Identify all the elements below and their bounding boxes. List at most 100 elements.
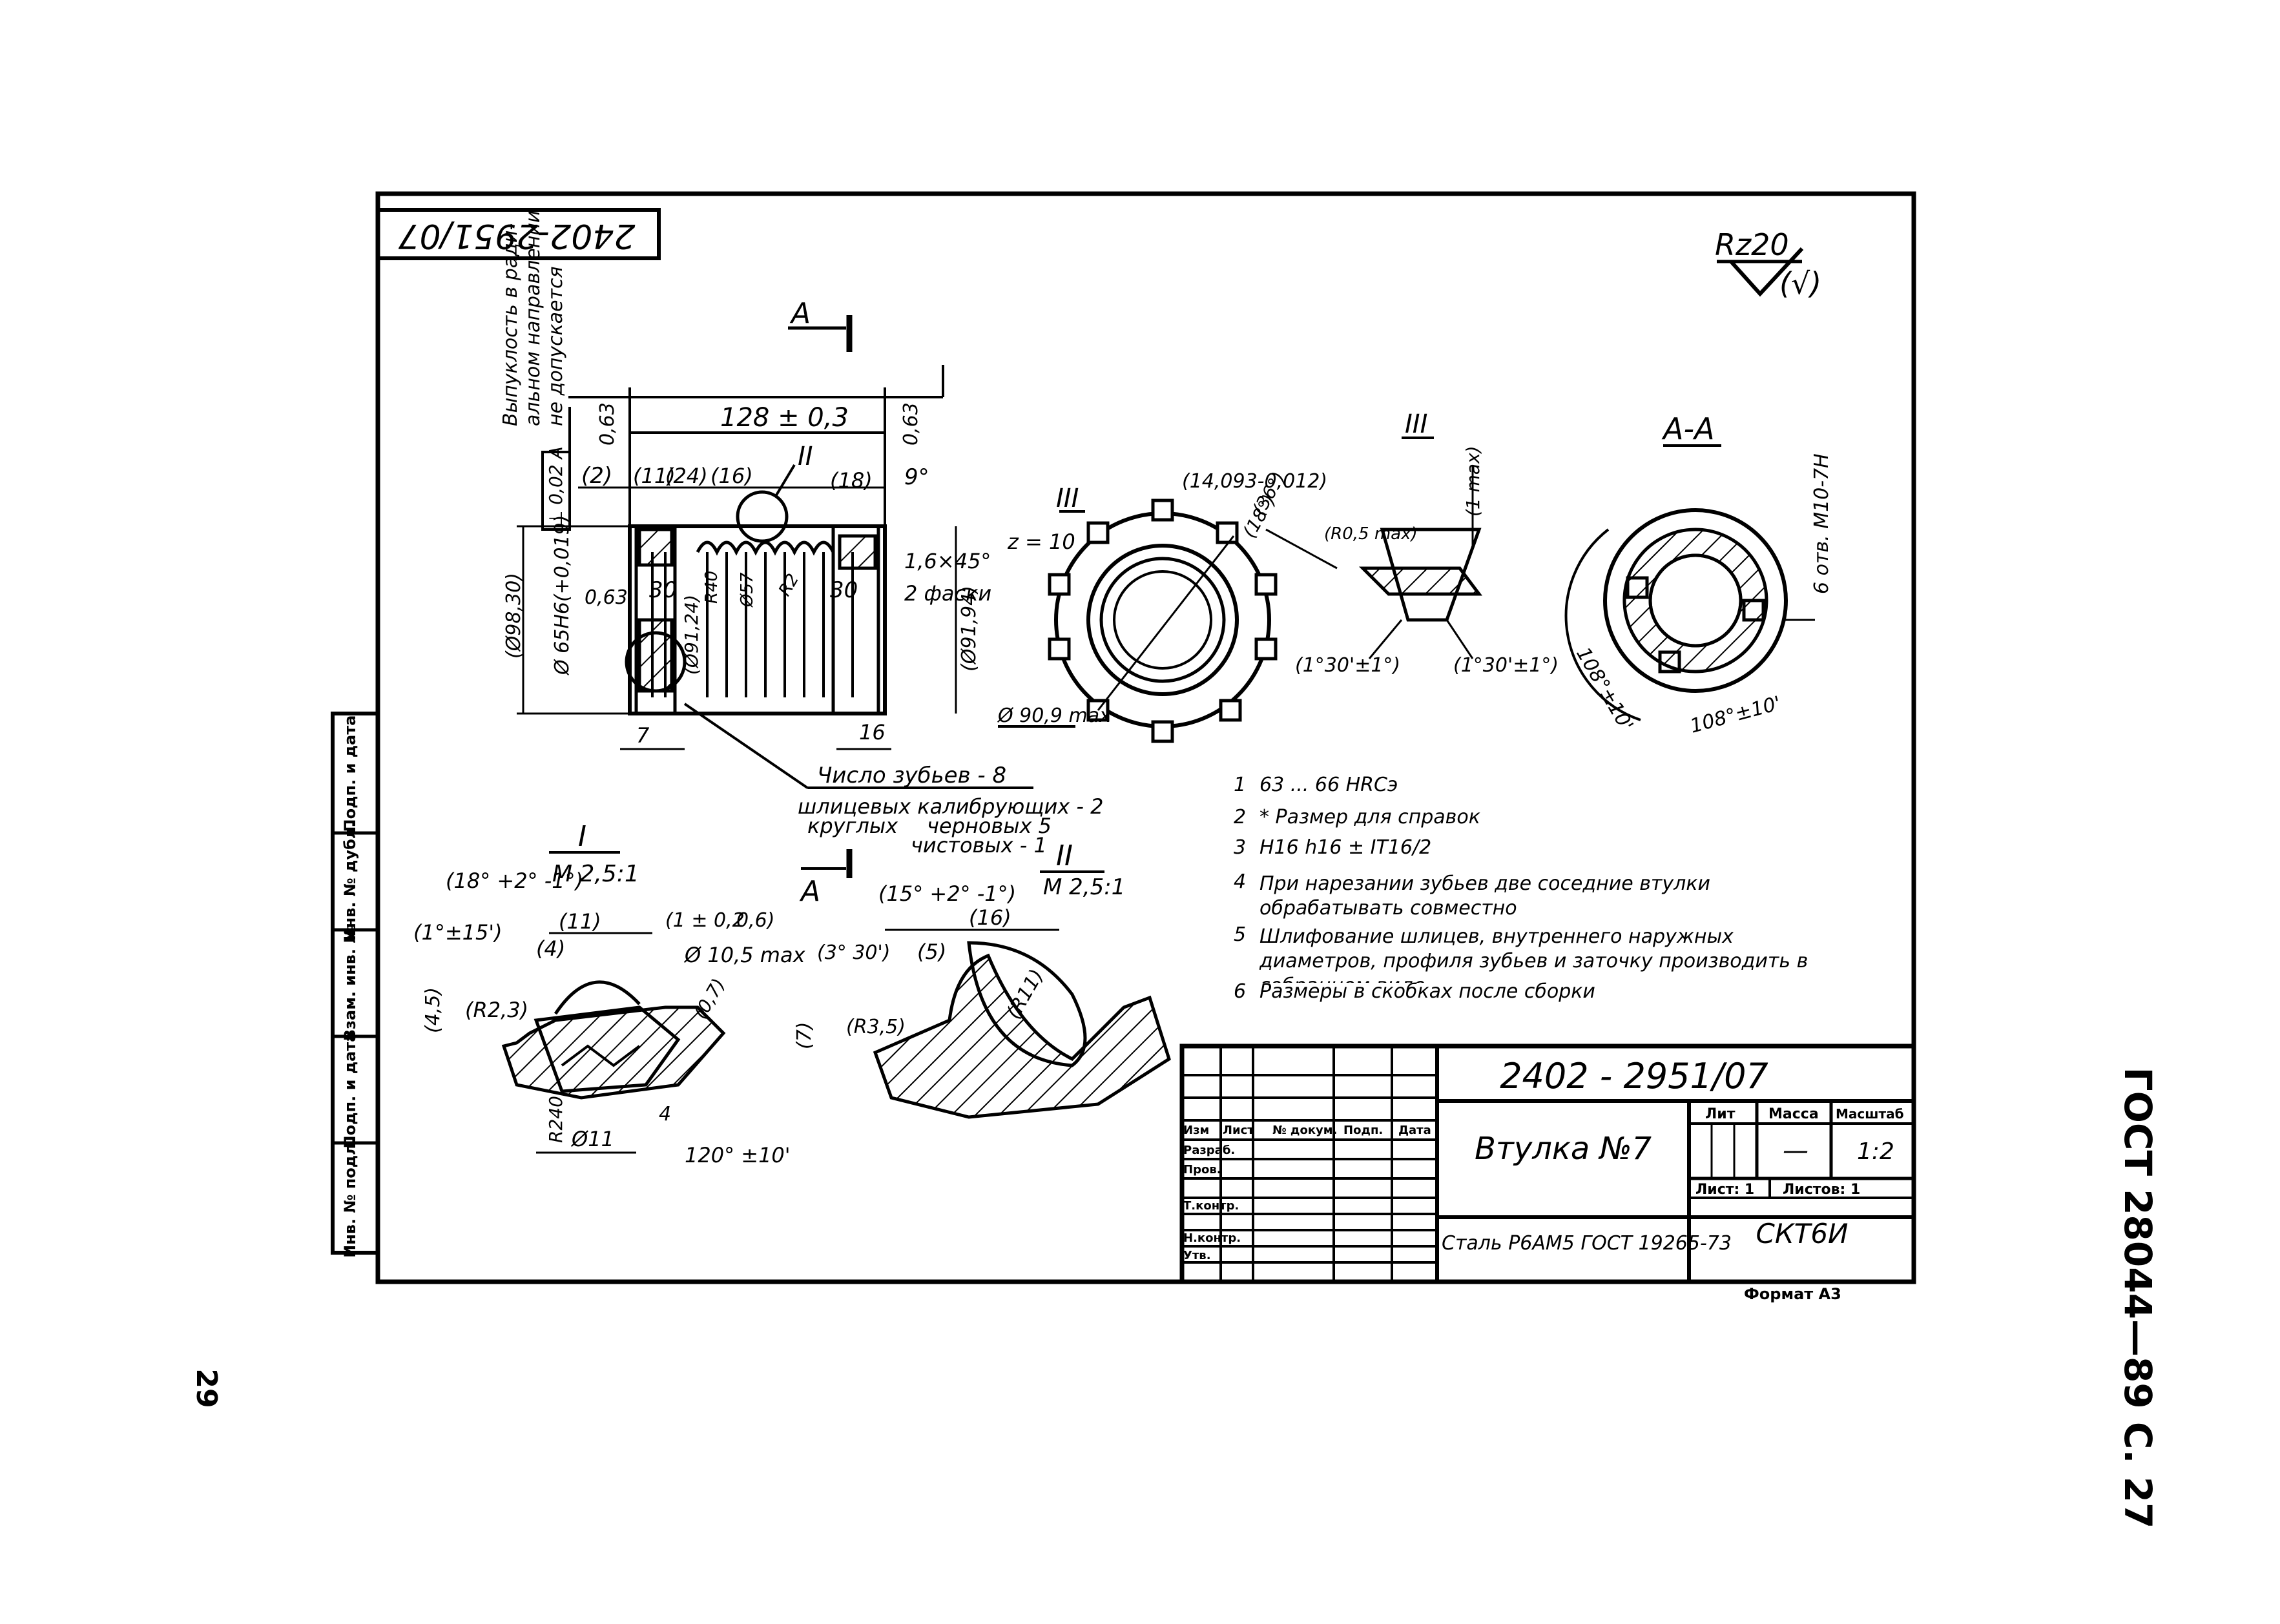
svg-text:Дата: Дата xyxy=(1398,1124,1431,1137)
note-4-text: При нарезании зубьев две соседние втулки… xyxy=(1259,872,1710,920)
outer-frame xyxy=(375,191,1916,1284)
svg-text:(1°30'±1°): (1°30'±1°) xyxy=(1453,654,1559,677)
detail-III: III (1 max) (R0,5 max) (1°30'±1°) (1°30'… xyxy=(1295,409,1559,677)
svg-text:0,63: 0,63 xyxy=(900,402,922,446)
svg-text:Ø 90,9 max: Ø 90,9 max xyxy=(997,704,1111,727)
svg-text:⊥ 0,02 A: ⊥ 0,02 A xyxy=(545,446,566,526)
svg-text:0,6): 0,6) xyxy=(736,909,774,932)
svg-text:Формат А3: Формат А3 xyxy=(1744,1285,1841,1303)
svg-text:0,63: 0,63 xyxy=(596,402,619,446)
svg-text:(18): (18) xyxy=(830,468,873,493)
svg-text:(4): (4) xyxy=(536,936,565,961)
svg-text:(15° +2° -1°): (15° +2° -1°) xyxy=(878,881,1016,906)
svg-text:Инв. № дубл.: Инв. № дубл. xyxy=(341,821,359,941)
svg-text:Число зубьев - 8: Число зубьев - 8 xyxy=(817,763,1006,788)
svg-text:(3° 30'): (3° 30') xyxy=(817,941,890,964)
svg-text:(24): (24) xyxy=(665,464,708,488)
roughness-symbol: Rz20 (√) xyxy=(1715,227,1821,301)
svg-text:9°: 9° xyxy=(904,464,929,490)
svg-text:30: 30 xyxy=(830,577,858,603)
svg-text:z = 10: z = 10 xyxy=(1007,529,1075,554)
detail-I: I M 2,5:1 (18° +2° -1°) (1°±15') (11) (1… xyxy=(413,820,806,1167)
svg-text:Втулка №7: Втулка №7 xyxy=(1475,1131,1652,1167)
gear-face-view: III z = 10 (14,093-0,012) (36°) (18°) Ø … xyxy=(997,468,1338,743)
svg-text:III: III xyxy=(1405,409,1427,439)
svg-text:M 2,5:1: M 2,5:1 xyxy=(552,861,639,887)
svg-text:Изм: Изм xyxy=(1183,1124,1209,1137)
svg-text:Масса: Масса xyxy=(1768,1106,1819,1122)
svg-text:III: III xyxy=(1056,484,1079,513)
svg-text:120° ±10': 120° ±10' xyxy=(685,1143,791,1167)
svg-text:черновых 5: черновых 5 xyxy=(927,814,1052,838)
svg-text:Размеры в скобках после сборки: Размеры в скобках после сборки xyxy=(1259,980,1595,1003)
svg-text:Ø57: Ø57 xyxy=(738,572,757,608)
section-AA: А-А 6 отв. M10-7H 108°±10' 108°±10' xyxy=(1564,411,1833,738)
side-note: Выпуклость в ради- альном направлении не… xyxy=(499,211,571,531)
svg-text:(1°30'±1°): (1°30'±1°) xyxy=(1295,654,1400,677)
svg-text:0,63: 0,63 xyxy=(585,586,628,609)
svg-text:5: 5 xyxy=(1234,923,1246,946)
side-strip: Подп. и дата Инв. № дубл. Взам. инв. № П… xyxy=(331,712,380,1258)
svg-text:H16 h16 ± IT16/2: H16 h16 ± IT16/2 xyxy=(1259,836,1431,859)
top-doc-number: 2402-2951/07 xyxy=(398,216,635,255)
svg-text:СКТ6И: СКТ6И xyxy=(1756,1218,1849,1249)
svg-text:* Размер для справок: * Размер для справок xyxy=(1259,806,1480,828)
svg-text:Разраб.: Разраб. xyxy=(1183,1144,1235,1157)
technical-notes: 1 63 ... 66 HRCэ 2 * Размер для справок … xyxy=(1234,774,1808,1003)
svg-text:Масштаб: Масштаб xyxy=(1836,1106,1904,1122)
svg-text:Выпуклость в ради-: Выпуклость в ради- xyxy=(499,223,522,426)
svg-text:(5): (5) xyxy=(917,940,946,964)
title-block: Изм Лист № докум. Подп. Дата Разраб. Про… xyxy=(1179,1043,1916,1303)
svg-text:Подп.: Подп. xyxy=(1343,1124,1383,1137)
svg-text:Взам. инв. №: Взам. инв. № xyxy=(341,925,359,1041)
svg-text:6: 6 xyxy=(1234,980,1246,1003)
svg-text:M 2,5:1: M 2,5:1 xyxy=(1043,874,1125,900)
svg-text:А: А xyxy=(799,875,820,908)
svg-text:чистовых - 1: чистовых - 1 xyxy=(911,833,1047,858)
svg-text:А-А: А-А xyxy=(1661,411,1715,446)
detail-II: А II M 2,5:1 (15° +2° -1°) (16) (3° 30')… xyxy=(793,839,1171,1119)
svg-text:7: 7 xyxy=(636,723,650,748)
svg-text:не допускается: не допускается xyxy=(544,266,567,426)
svg-text:(1°±15'): (1°±15') xyxy=(413,920,503,945)
svg-text:Ø 10,5 max: Ø 10,5 max xyxy=(683,943,806,967)
svg-text:Н.контр.: Н.контр. xyxy=(1183,1231,1241,1245)
svg-text:Лист: 1: Лист: 1 xyxy=(1695,1182,1754,1198)
svg-text:128 ± 0,3: 128 ± 0,3 xyxy=(720,403,849,433)
svg-text:(1 ± 0,2: (1 ± 0,2 xyxy=(665,909,745,932)
svg-text:(Ø98,30): (Ø98,30) xyxy=(503,573,525,659)
svg-text:Ø11: Ø11 xyxy=(570,1127,614,1151)
svg-text:R40: R40 xyxy=(702,571,721,604)
svg-text:—: — xyxy=(1783,1136,1808,1166)
page-number: 29 xyxy=(190,1368,223,1408)
svg-text:Инв. № подл.: Инв. № подл. xyxy=(341,1138,359,1258)
svg-text:108°±10': 108°±10' xyxy=(1571,644,1637,735)
svg-text:(R2,3): (R2,3) xyxy=(465,998,528,1022)
svg-text:II: II xyxy=(1056,839,1073,872)
svg-text:63 ... 66 HRCэ: 63 ... 66 HRCэ xyxy=(1259,774,1398,796)
svg-text:(2): (2) xyxy=(581,463,612,489)
svg-text:108°±10': 108°±10' xyxy=(1688,692,1783,738)
svg-text:(11): (11) xyxy=(633,464,676,488)
svg-text:R2: R2 xyxy=(775,571,803,600)
svg-text:(16): (16) xyxy=(969,905,1011,930)
svg-text:шлицевых калибрующих - 2: шлицевых калибрующих - 2 xyxy=(798,794,1103,819)
svg-text:2: 2 xyxy=(1234,806,1246,828)
svg-text:альном направлении: альном направлении xyxy=(522,211,544,426)
top-doc-box xyxy=(376,208,661,260)
svg-text:I: I xyxy=(578,820,586,853)
svg-text:№ докум.: № докум. xyxy=(1272,1124,1337,1137)
svg-text:Ø 65H6(+0,019): Ø 65H6(+0,019) xyxy=(551,515,574,676)
svg-text:(Ø91,94): (Ø91,94) xyxy=(958,586,980,672)
svg-text:Rz20: Rz20 xyxy=(1715,227,1789,262)
svg-text:6 отв. M10-7H: 6 отв. M10-7H xyxy=(1810,453,1833,594)
svg-text:Лист: Лист xyxy=(1223,1124,1254,1137)
svg-text:(7): (7) xyxy=(793,1022,816,1050)
svg-text:Пров.: Пров. xyxy=(1183,1163,1221,1177)
svg-text:4: 4 xyxy=(659,1103,671,1125)
svg-text:(R3,5): (R3,5) xyxy=(846,1016,906,1038)
svg-text:Подп. и дата: Подп. и дата xyxy=(341,715,359,832)
svg-text:R240: R240 xyxy=(545,1096,566,1143)
svg-text:(18° +2° -1°): (18° +2° -1°) xyxy=(446,869,583,893)
